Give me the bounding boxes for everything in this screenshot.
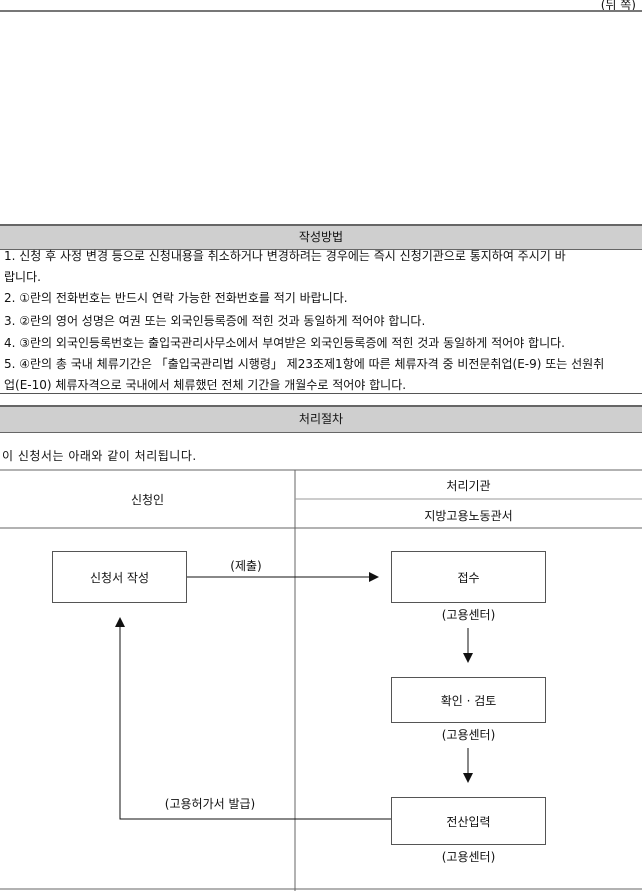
instructions-header: 작성방법 <box>0 224 642 250</box>
submit-label: (제출) <box>230 559 262 573</box>
top-rule <box>0 10 642 12</box>
step-check-box: 확인 · 검토 <box>391 677 546 723</box>
procedure-header: 처리절차 <box>0 405 642 433</box>
instructions-bottom-rule <box>0 393 642 394</box>
step-check-label: 확인 · 검토 <box>440 693 497 708</box>
issue-label: (고용허가서 발급) <box>164 797 256 811</box>
step-input-sub: (고용센터) <box>441 850 496 864</box>
procedure-intro: 이 신청서는 아래와 같이 처리됩니다. <box>2 449 197 463</box>
agency-column-header: 처리기관 <box>446 479 491 493</box>
instruction-line: 업(E-10) 체류자격으로 국내에서 체류했던 전체 기간을 개월수로 적어야… <box>4 378 407 392</box>
instruction-line: 3. ②란의 영어 성명은 여권 또는 외국인등록증에 적힌 것과 동일하게 적… <box>4 314 426 328</box>
instructions-title: 작성방법 <box>298 230 344 244</box>
issue-return-arrow <box>115 617 391 820</box>
step-write-label: 신청서 작성 <box>89 570 149 585</box>
procedure-title: 처리절차 <box>298 412 344 426</box>
step-write-box: 신청서 작성 <box>52 551 187 603</box>
instruction-line: 4. ③란의 외국인등록번호는 출입국관리사무소에서 부여받은 외국인등록증에 … <box>4 336 565 350</box>
step-receive-box: 접수 <box>391 551 546 603</box>
instruction-line: 5. ④란의 총 국내 체류기간은 「출입국관리법 시행령」 제23조제1항에 … <box>4 357 605 371</box>
step-receive-label: 접수 <box>457 570 480 585</box>
step-receive-sub: (고용센터) <box>441 608 496 622</box>
applicant-column-header: 신청인 <box>130 493 165 507</box>
step-input-label: 전산입력 <box>446 814 491 829</box>
instruction-line: 1. 신청 후 사정 변경 등으로 신청내용을 취소하거나 변경하려는 경우에는… <box>4 249 566 263</box>
page-side-label: (뒤 쪽) <box>600 0 636 12</box>
instruction-line: 2. ①란의 전화번호는 반드시 연락 가능한 전화번호를 적기 바랍니다. <box>4 291 348 305</box>
instruction-line: 랍니다. <box>4 270 41 284</box>
step-check-sub: (고용센터) <box>441 728 496 742</box>
agency-name: 지방고용노동관서 <box>424 509 513 523</box>
step-input-box: 전산입력 <box>391 797 546 845</box>
